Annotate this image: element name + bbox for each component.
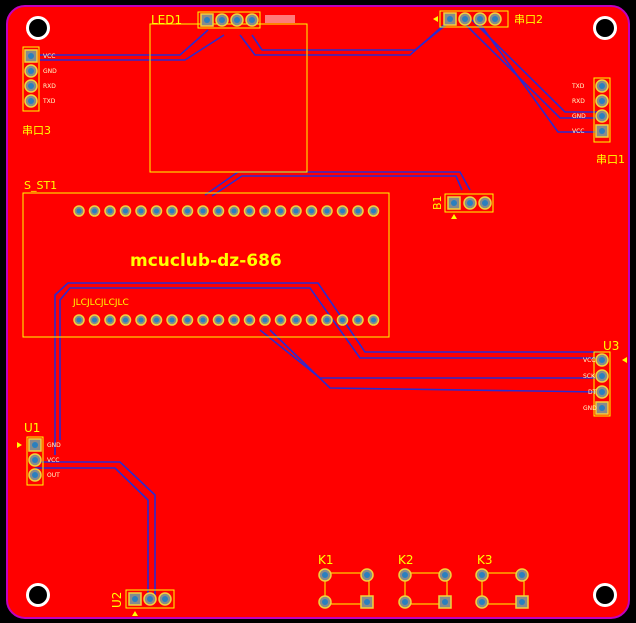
b1-component[interactable]: B1	[431, 193, 494, 219]
pin-label-rxd: RXD	[43, 83, 56, 90]
header-pin-hole	[185, 208, 190, 214]
pin-label-out: OUT	[47, 472, 60, 479]
k1-button[interactable]: K1	[318, 553, 374, 609]
header-pin-hole	[92, 208, 97, 214]
header-pin-hole	[92, 317, 97, 323]
pin-label-strip	[265, 15, 295, 23]
header-pin-hole	[123, 317, 128, 323]
header-pin-hole	[231, 208, 237, 214]
k1-designator: K1	[318, 553, 334, 567]
header-pin-hole	[247, 317, 252, 323]
header-pin-hole	[262, 208, 268, 214]
header-pin-hole	[185, 317, 190, 323]
u2-component[interactable]: U2	[110, 589, 175, 616]
jlc-note: JLCJLCJLCJLC	[72, 298, 129, 308]
mounting-hole-icon	[593, 583, 617, 607]
s-st1-module[interactable]: S_ST1 mcuclub-dz-686 JLCJLCJLCJLC	[22, 179, 390, 338]
header-pin-hole	[324, 317, 330, 323]
pin-label-gnd: GND	[583, 405, 597, 412]
header-pin-hole	[340, 208, 345, 214]
chuankou2-designator: 串口2	[514, 13, 543, 26]
header-pin-hole	[200, 317, 206, 323]
header-pin-hole	[262, 317, 268, 323]
header-pin-hole	[216, 208, 221, 214]
board-title: mcuclub-dz-686	[130, 251, 282, 271]
header-pin-hole	[107, 208, 113, 214]
header-pin-hole	[293, 317, 299, 323]
header-pin-hole	[309, 208, 314, 214]
header-pin-hole	[340, 317, 345, 323]
mounting-hole-icon	[26, 16, 50, 40]
s-st1-bottom-pin-row	[73, 314, 380, 326]
pin1-marker-icon	[132, 611, 138, 616]
header-pin-hole	[293, 208, 299, 214]
u1-designator: U1	[24, 421, 40, 435]
header-pin-hole	[278, 208, 283, 214]
mounting-hole-icon	[26, 583, 50, 607]
pin-label-dt: DT	[588, 389, 597, 396]
board-outline	[6, 5, 630, 619]
pin-label-gnd: GND	[572, 113, 586, 120]
header-pin-hole	[107, 317, 113, 323]
header-pin-hole	[154, 317, 159, 323]
chuankou3-component[interactable]: VCC GND RXD TXD 串口3	[22, 46, 57, 137]
header-pin-hole	[123, 208, 128, 214]
u3-designator: U3	[603, 339, 619, 353]
k3-button[interactable]: K3	[475, 553, 529, 609]
pin-label-sck: SCK	[583, 373, 596, 380]
header-pin-hole	[371, 317, 376, 323]
k3-designator: K3	[477, 553, 493, 567]
pin-label-gnd: GND	[47, 442, 61, 449]
header-pin-hole	[247, 208, 252, 214]
header-pin-hole	[76, 208, 82, 214]
b1-designator: B1	[431, 195, 444, 210]
header-pin-hole	[216, 317, 221, 323]
u2-designator: U2	[110, 592, 124, 608]
traces	[35, 19, 601, 598]
pin1-marker-icon	[17, 442, 22, 448]
chuankou1-designator: 串口1	[596, 153, 625, 166]
header-pin-hole	[324, 208, 330, 214]
header-pin-hole	[169, 317, 175, 323]
header-pin-hole	[76, 317, 82, 323]
chuankou3-designator: 串口3	[22, 124, 51, 137]
s-st1-designator: S_ST1	[24, 179, 57, 192]
pin-label-vcc: VCC	[47, 457, 59, 464]
header-pin-hole	[355, 208, 361, 214]
header-pin-hole	[371, 208, 376, 214]
pin-label-gnd: GND	[43, 68, 57, 75]
u3-component[interactable]: VCC SCK DT GND U3	[583, 339, 627, 417]
header-pin-hole	[138, 208, 144, 214]
header-pin-hole	[355, 317, 361, 323]
pin-label-vcc: VCC	[43, 53, 55, 60]
pin-label-txd: TXD	[571, 83, 585, 90]
u1-component[interactable]: GND VCC OUT U1	[17, 421, 61, 486]
header-pin-hole	[169, 208, 175, 214]
k2-button[interactable]: K2	[398, 553, 452, 609]
chuankou1-component[interactable]: TXD RXD GND VCC 串口1	[571, 77, 625, 166]
led1-designator: LED1	[151, 13, 182, 27]
chuankou2-component[interactable]: 串口2	[433, 10, 543, 28]
header-pin-hole	[154, 208, 159, 214]
pin-label-vcc: VCC	[583, 357, 595, 364]
header-pin-hole	[278, 317, 283, 323]
s-st1-top-pin-row	[73, 205, 380, 217]
pin-label-txd: TXD	[42, 98, 56, 105]
pin-label-vcc: VCC	[572, 128, 584, 135]
k2-designator: K2	[398, 553, 414, 567]
header-pin-hole	[231, 317, 237, 323]
mounting-hole-icon	[593, 16, 617, 40]
header-pin-hole	[200, 208, 206, 214]
led1-component[interactable]: LED1	[149, 11, 308, 173]
pin-label-rxd: RXD	[572, 98, 585, 105]
pin1-marker-icon	[451, 214, 457, 219]
pin1-marker-icon	[433, 16, 438, 22]
header-pin-hole	[309, 317, 314, 323]
header-pin-hole	[138, 317, 144, 323]
pin1-marker-icon	[622, 357, 627, 363]
